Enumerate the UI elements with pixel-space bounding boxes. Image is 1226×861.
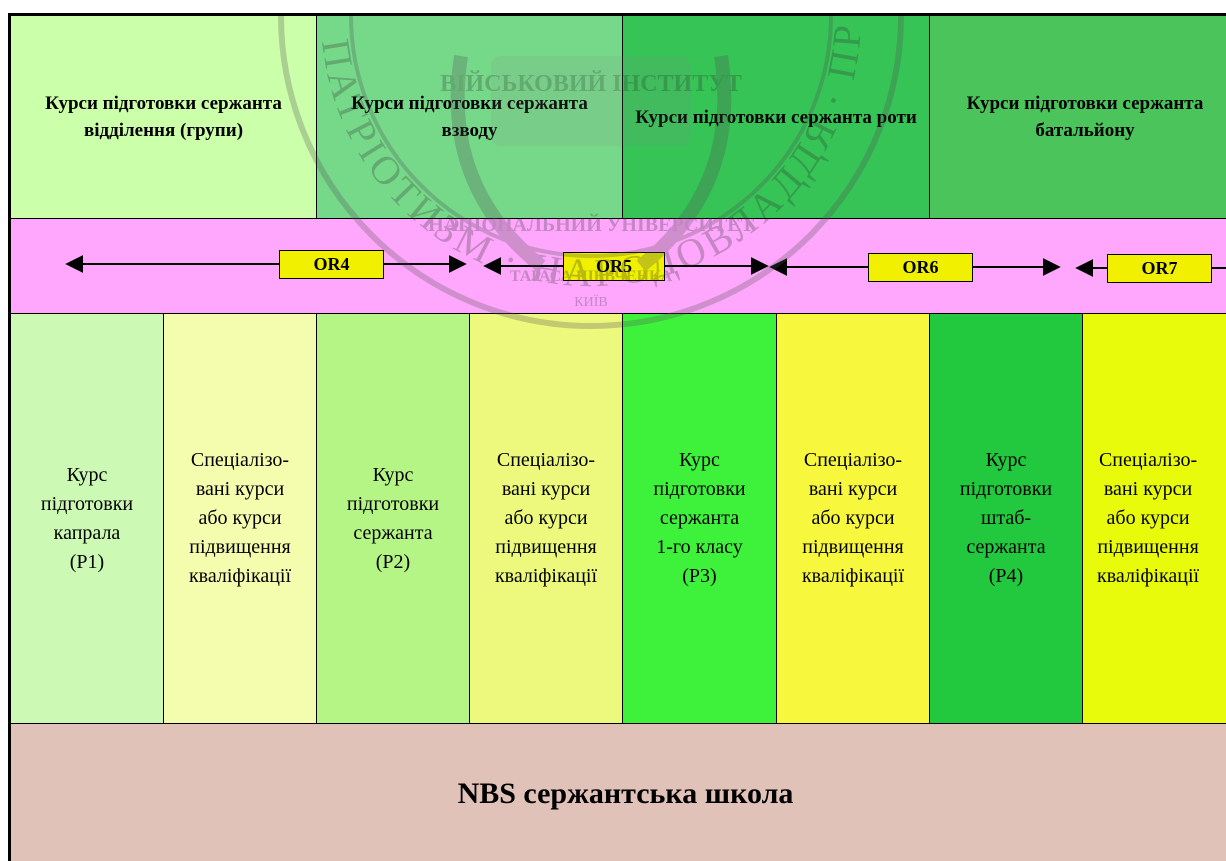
line: 1-го класу	[656, 536, 743, 558]
specialized-courses-3: Спеціалізо-вані курси або курси підвищення…	[777, 314, 930, 724]
line: або курси	[504, 507, 588, 529]
line: підготовки	[40, 492, 134, 515]
specialized-courses-3-text: Спеціалізо-вані курси або курси підвищення…	[802, 446, 904, 591]
diagram-frame: Курси підготовки сержанта відділення (гр…	[8, 13, 1226, 861]
course-p2-sergeant: Курс підготовки сержанта (P2)	[317, 314, 470, 724]
line: Спеціалізо-	[803, 449, 903, 471]
header-battalion-sergeant: Курси підготовки сержанта батальйону	[930, 16, 1226, 219]
line: або курси	[198, 507, 282, 529]
line: підготовки	[346, 492, 440, 515]
line: (P2)	[375, 550, 411, 573]
or7-label: OR7	[1107, 254, 1212, 283]
line: Курс	[679, 449, 720, 471]
line: вані курси	[501, 478, 591, 500]
header-company-sergeant-text: Курси підготовки сержанта роти	[635, 106, 917, 128]
line: сержанта	[353, 521, 433, 544]
specialized-courses-4-text: Спеціалізо-вані курси або курси підвищення…	[1097, 446, 1199, 591]
line: підготовки	[653, 478, 746, 500]
header-battalion-sergeant-text: Курси підготовки сержанта батальйону	[966, 93, 1204, 141]
nbs-sergeant-school: NBS сержантська школа	[11, 724, 1226, 861]
course-p2-text: Курс підготовки сержанта (P2)	[347, 461, 439, 577]
line: сержанта	[659, 507, 740, 529]
specialized-courses-4: Спеціалізо-вані курси або курси підвищення…	[1083, 314, 1226, 724]
line: підвищення	[189, 536, 291, 558]
line: (P4)	[988, 565, 1024, 587]
or6-label: OR6	[868, 253, 973, 282]
line: Курс	[985, 449, 1027, 471]
line: (P1)	[69, 550, 105, 573]
or-arrows	[65, 255, 1226, 277]
header-platoon-sergeant-text: Курси підготовки сержанта взводу	[351, 93, 588, 141]
line: вані курси	[195, 478, 285, 500]
line: підвищення	[1097, 536, 1199, 558]
line: кваліфікації	[1097, 565, 1200, 587]
line: підготовки	[959, 478, 1053, 500]
line: вані курси	[808, 478, 898, 500]
header-squad-sergeant-text: Курси підготовки сержанта відділення (гр…	[45, 93, 282, 141]
header-platoon-sergeant: Курси підготовки сержанта взводу	[317, 16, 623, 219]
header-squad-sergeant: Курси підготовки сержанта відділення (гр…	[11, 16, 317, 219]
specialized-courses-1-text: Спеціалізо-вані курси або курси підвищення…	[189, 446, 291, 591]
course-p1-text: Курс підготовки капрала (P1)	[41, 461, 133, 577]
course-p4-text: Курс підготовки штаб-сержанта (P4)	[960, 446, 1052, 591]
line: капрала	[53, 521, 121, 544]
line: Курс	[372, 463, 414, 486]
header-company-sergeant: Курси підготовки сержанта роти	[623, 16, 930, 219]
line: підвищення	[802, 536, 904, 558]
line: Спеціалізо-	[496, 449, 596, 471]
line: Курс	[66, 463, 108, 486]
line: штаб-	[980, 507, 1032, 529]
line: або курси	[1106, 507, 1190, 529]
line: або курси	[811, 507, 895, 529]
line: Спеціалізо-	[1098, 449, 1198, 471]
line: Спеціалізо-	[190, 449, 290, 471]
line: (P3)	[682, 565, 717, 587]
line: підвищення	[495, 536, 597, 558]
course-p3-text: Курс підготовки сержанта 1-го класу (P3)	[653, 446, 745, 591]
or5-label: OR5	[563, 252, 665, 281]
line: сержанта	[966, 536, 1046, 558]
course-p3-sergeant-first-class: Курс підготовки сержанта 1-го класу (P3)	[623, 314, 777, 724]
or4-label: OR4	[279, 250, 384, 279]
course-p4-staff-sergeant: Курс підготовки штаб-сержанта (P4)	[930, 314, 1083, 724]
line: кваліфікації	[801, 565, 905, 587]
specialized-courses-2-text: Спеціалізо-вані курси або курси підвищення…	[495, 446, 597, 591]
line: кваліфікації	[494, 565, 598, 587]
specialized-courses-2: Спеціалізо-вані курси або курси підвищення…	[470, 314, 623, 724]
nbs-sergeant-school-text: NBS сержантська школа	[457, 777, 794, 810]
specialized-courses-1: Спеціалізо-вані курси або курси підвищення…	[164, 314, 317, 724]
course-p1-corporal: Курс підготовки капрала (P1)	[11, 314, 164, 724]
line: вані курси	[1103, 478, 1193, 500]
line: кваліфікації	[188, 565, 292, 587]
